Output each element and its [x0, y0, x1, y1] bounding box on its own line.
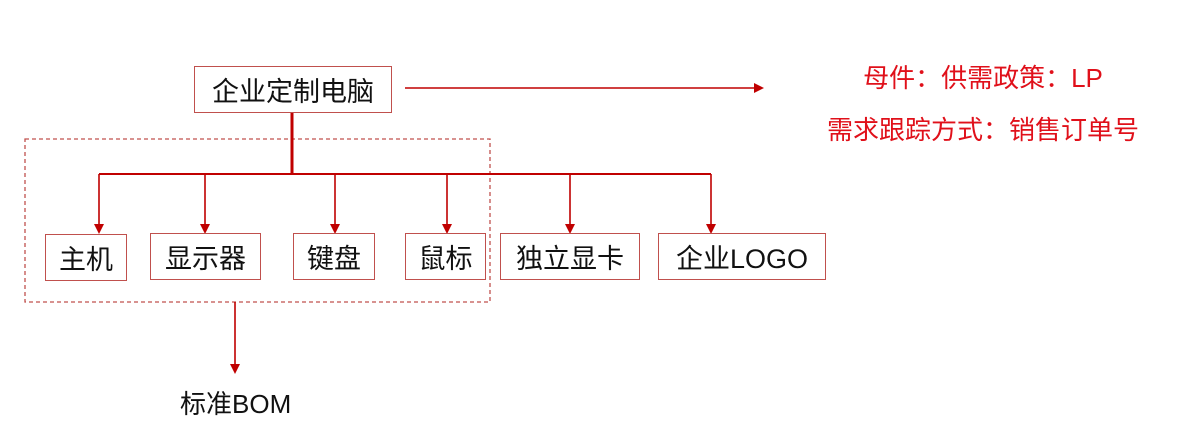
child-node-mouse: 鼠标 [405, 233, 486, 280]
child-node-gpu: 独立显卡 [500, 233, 640, 280]
standard-bom-group-border [24, 138, 491, 303]
child-arrows [94, 174, 716, 234]
standard-bom-label: 标准BOM [180, 389, 292, 419]
root-node: 企业定制电脑 [194, 66, 392, 113]
child-node-logo: 企业LOGO [658, 233, 826, 280]
child-node-host: 主机 [45, 234, 127, 281]
child-node-keyboard: 键盘 [293, 233, 375, 280]
note-demand-tracking: 需求跟踪方式：销售订单号 [826, 115, 1139, 145]
child-node-monitor: 显示器 [150, 233, 261, 280]
note-planning-policy: 母件：供需政策：LP [863, 63, 1103, 93]
